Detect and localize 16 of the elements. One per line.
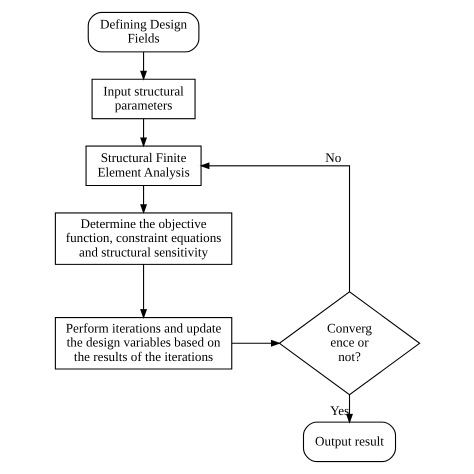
arrow <box>199 162 350 292</box>
edge-label: Yes <box>330 403 349 418</box>
arrow <box>140 264 147 319</box>
node-box: Input structural parameters <box>91 78 196 120</box>
node-box: Defining Design Fields <box>87 12 199 52</box>
arrow <box>140 119 147 148</box>
edge-label: No <box>324 150 341 166</box>
node-diamond: Converg ence or not? <box>278 291 420 396</box>
node-box: Determine the objective function, constraint equations and structural sensitivity <box>54 212 232 265</box>
node-box: Output result <box>302 422 396 462</box>
arrow <box>140 52 147 81</box>
arrow <box>231 340 280 347</box>
arrow <box>140 186 147 214</box>
node-box: Structural Finite Element Analysis <box>85 146 202 186</box>
node-box: Perform iterations and update the design variables based on the results of the iterations <box>54 316 232 370</box>
arrow <box>346 394 352 424</box>
